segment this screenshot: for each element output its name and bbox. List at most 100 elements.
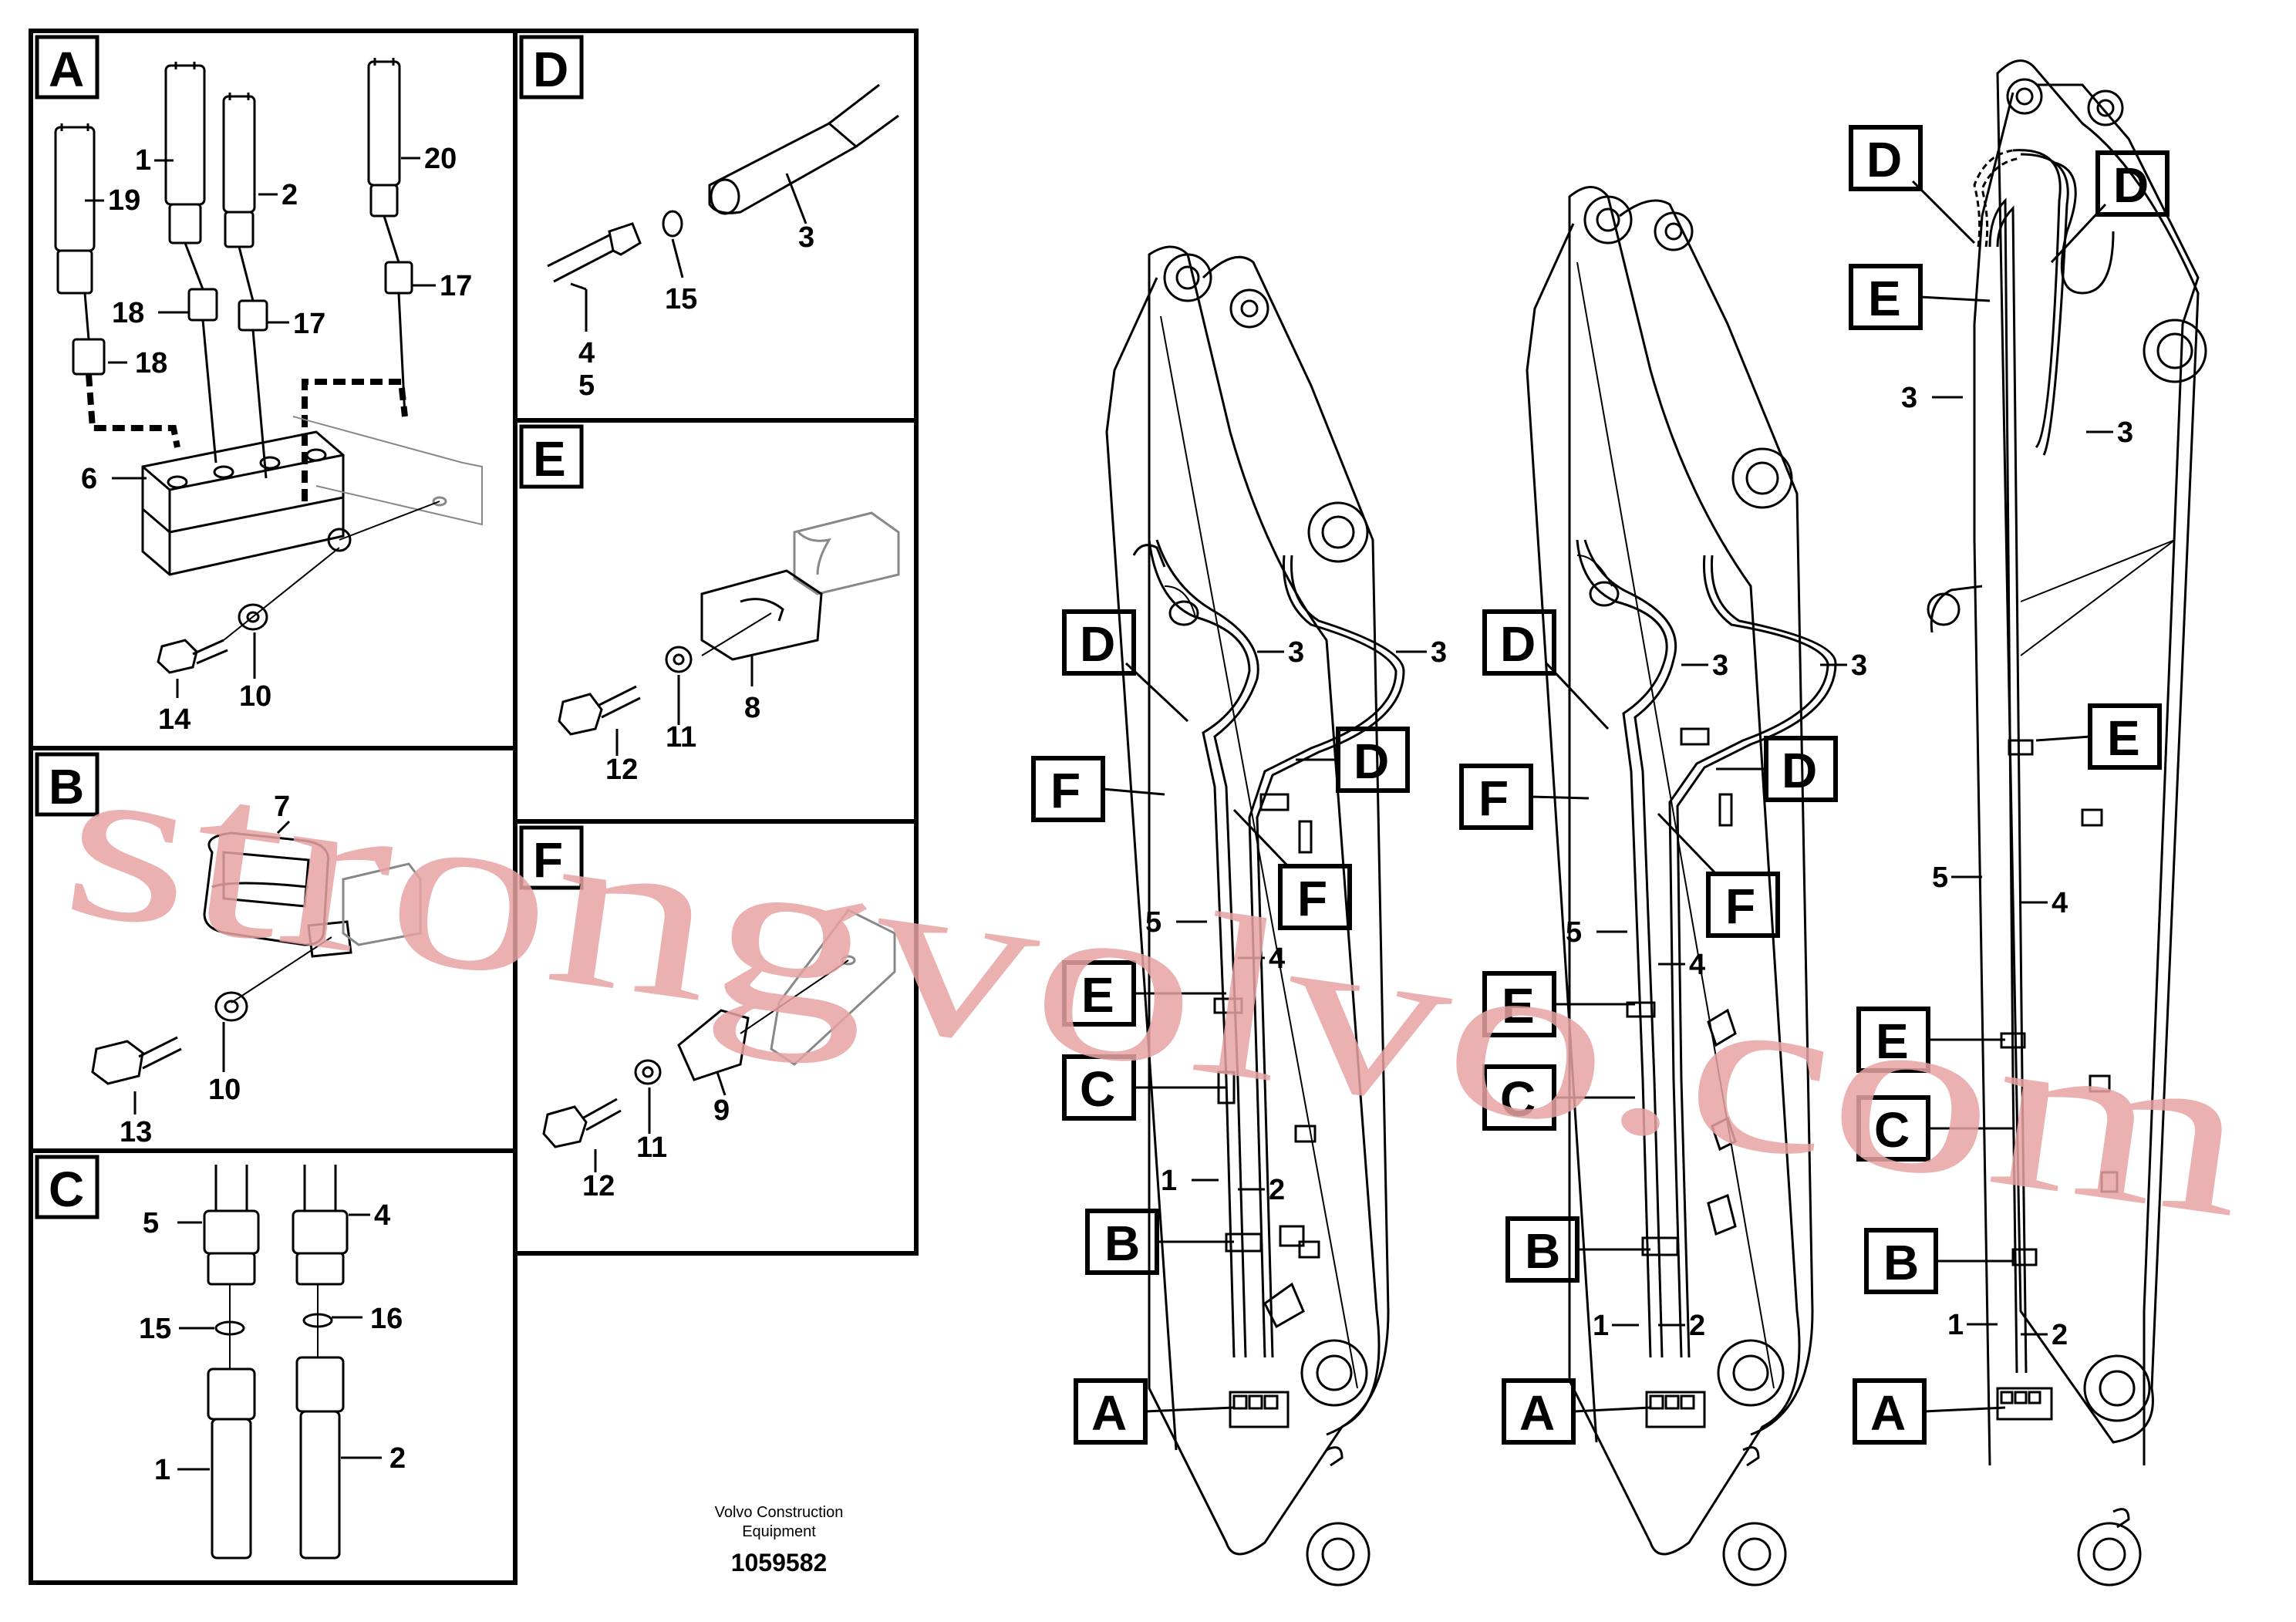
part-label: 2 xyxy=(1689,1310,1705,1342)
part-label: 3 xyxy=(1431,636,1447,669)
callout-letter: B xyxy=(1883,1235,1919,1290)
panel-frame-d xyxy=(513,29,919,423)
part-label: 11 xyxy=(666,721,696,754)
part-label: 10 xyxy=(208,1074,241,1106)
part-label: 3 xyxy=(2117,416,2133,449)
part-label: 8 xyxy=(744,692,760,724)
part-label: 13 xyxy=(120,1116,152,1148)
panel-part-numbers: 1 2 20 19 18 17 18 17 6 14 10 7 13 10 5 … xyxy=(81,143,814,1486)
callout-letter: E xyxy=(1081,967,1114,1023)
callout-letter: B xyxy=(1525,1223,1560,1279)
panel-b-letter: B xyxy=(49,759,84,814)
panel-d-drawing xyxy=(547,83,899,332)
panel-frame-e xyxy=(513,418,919,824)
panel-e-letter: E xyxy=(533,431,566,487)
part-label: 1 xyxy=(1947,1309,1964,1341)
panel-d-letter: D xyxy=(533,42,568,97)
callout-letter: D xyxy=(1866,132,1902,187)
part-label: 5 xyxy=(1566,916,1582,949)
part-label: 4 xyxy=(1269,943,1285,975)
part-label: 17 xyxy=(440,270,472,302)
callout-letter: A xyxy=(1870,1385,1906,1441)
part-label: 2 xyxy=(389,1442,406,1475)
part-label: 7 xyxy=(274,791,290,823)
part-label: 4 xyxy=(374,1199,390,1232)
part-label: 9 xyxy=(713,1094,730,1127)
part-label: 1 xyxy=(1593,1310,1609,1342)
boom-callout-boxes xyxy=(1031,125,2170,1445)
part-label: 5 xyxy=(578,369,595,402)
callout-letter: F xyxy=(1297,871,1327,926)
part-label: 4 xyxy=(1689,949,1705,981)
callout-letter: A xyxy=(1091,1385,1127,1441)
part-label: 3 xyxy=(798,221,814,254)
panel-c-letter: C xyxy=(49,1162,84,1217)
footer: Volvo Construction Equipment 1059582 xyxy=(715,1504,844,1576)
part-label: 16 xyxy=(370,1303,403,1335)
callout-letter: E xyxy=(1502,978,1535,1034)
boom-3-drawing xyxy=(1927,59,2207,1587)
part-label: 5 xyxy=(143,1207,159,1239)
callout-letter: E xyxy=(1868,271,1901,326)
part-label: 2 xyxy=(1269,1174,1285,1206)
callout-letter: C xyxy=(1874,1102,1910,1158)
panel-f-letter: F xyxy=(533,832,563,888)
part-label: 14 xyxy=(158,703,190,736)
part-label: 1 xyxy=(154,1454,170,1486)
callout-letter: D xyxy=(1500,616,1536,672)
part-label: 18 xyxy=(112,297,144,329)
part-label: 2 xyxy=(2052,1319,2068,1351)
callout-letter: F xyxy=(1478,771,1509,826)
panel-e-drawing xyxy=(558,511,900,756)
part-label: 3 xyxy=(1851,649,1867,682)
panel-a-letter: A xyxy=(49,42,84,97)
callout-letter: D xyxy=(2113,157,2149,213)
panel-frame-c xyxy=(29,1148,518,1585)
part-label: 12 xyxy=(605,754,638,786)
part-label: 12 xyxy=(582,1170,615,1202)
doc-number: 1059582 xyxy=(731,1549,828,1576)
credit-line-1: Volvo Construction xyxy=(715,1504,844,1521)
part-label: 4 xyxy=(2052,887,2068,919)
callout-letter: B xyxy=(1104,1216,1140,1271)
callout-letter: C xyxy=(1080,1061,1115,1117)
part-label: 11 xyxy=(636,1131,667,1164)
part-label: 4 xyxy=(578,337,595,369)
part-label: 15 xyxy=(665,283,697,315)
part-label: 5 xyxy=(1145,906,1161,939)
callout-letter: D xyxy=(1782,743,1817,798)
part-label: 1 xyxy=(135,144,151,177)
part-label: 3 xyxy=(1288,636,1304,669)
callout-letter: D xyxy=(1080,616,1115,672)
part-label: 5 xyxy=(1932,862,1948,894)
part-label: 6 xyxy=(81,463,97,495)
part-label: 20 xyxy=(424,143,457,175)
panel-frame-f xyxy=(513,819,919,1256)
part-label: 3 xyxy=(1712,649,1728,682)
panel-c-drawing xyxy=(177,1165,382,1560)
boom-callout-letters: D F D F E C B A D F D F E C B A D D E E … xyxy=(1050,132,2149,1441)
boom-callout-arrows xyxy=(1102,180,2113,1413)
credit-line-2: Equipment xyxy=(742,1523,816,1540)
boom-part-numbers: 3 3 5 4 1 2 3 3 5 4 1 2 3 3 5 4 1 2 xyxy=(1145,382,2133,1351)
part-label: 15 xyxy=(139,1313,171,1345)
callout-letter: D xyxy=(1354,733,1389,789)
panel-b-drawing xyxy=(91,820,422,1114)
boom-1-drawing xyxy=(1105,245,1405,1587)
panel-f-drawing xyxy=(542,909,896,1172)
part-label: 3 xyxy=(1901,382,1917,414)
part-label: 2 xyxy=(282,179,298,211)
part-label: 18 xyxy=(135,347,167,379)
part-label: 10 xyxy=(239,680,271,713)
callout-letter: E xyxy=(2107,710,2140,766)
panel-frame-a xyxy=(29,29,518,750)
callout-letter: C xyxy=(1500,1071,1536,1127)
panel-letters: A B C D E F xyxy=(49,42,568,1217)
part-label: 1 xyxy=(1161,1165,1177,1197)
callout-letter: E xyxy=(1876,1013,1909,1069)
callout-letter: A xyxy=(1519,1385,1555,1441)
part-label: 19 xyxy=(108,184,140,217)
boom-2-drawing xyxy=(1526,186,1837,1587)
callout-letter: F xyxy=(1050,763,1081,818)
